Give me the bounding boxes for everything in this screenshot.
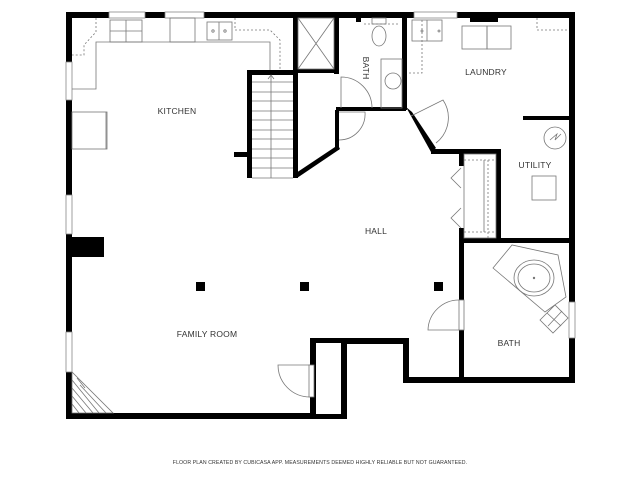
room-label-hall: HALL xyxy=(364,226,388,236)
room-label-bath-lower: BATH xyxy=(497,338,521,348)
windows xyxy=(65,11,576,373)
upper-bath-fixtures xyxy=(297,17,403,141)
room-label-laundry: LAUNDRY xyxy=(465,67,507,77)
room-label-utility: UTILITY xyxy=(518,160,552,170)
disclaimer-footer: FLOOR PLAN CREATED BY CUBICASA APP. MEAS… xyxy=(172,460,468,466)
walls xyxy=(66,12,575,419)
family-room-fixtures xyxy=(71,364,315,414)
lower-bath-fixtures xyxy=(427,244,569,334)
room-label-family-room: FAMILY ROOM xyxy=(176,329,238,339)
laundry-fixtures xyxy=(407,18,567,144)
kitchen-fixtures xyxy=(71,17,281,150)
stairs xyxy=(252,74,293,179)
utility-fixtures xyxy=(531,126,567,201)
closet-fixtures xyxy=(450,153,497,239)
room-label-bath-upper: BATH xyxy=(361,56,371,80)
room-label-kitchen: KITCHEN xyxy=(157,106,197,116)
